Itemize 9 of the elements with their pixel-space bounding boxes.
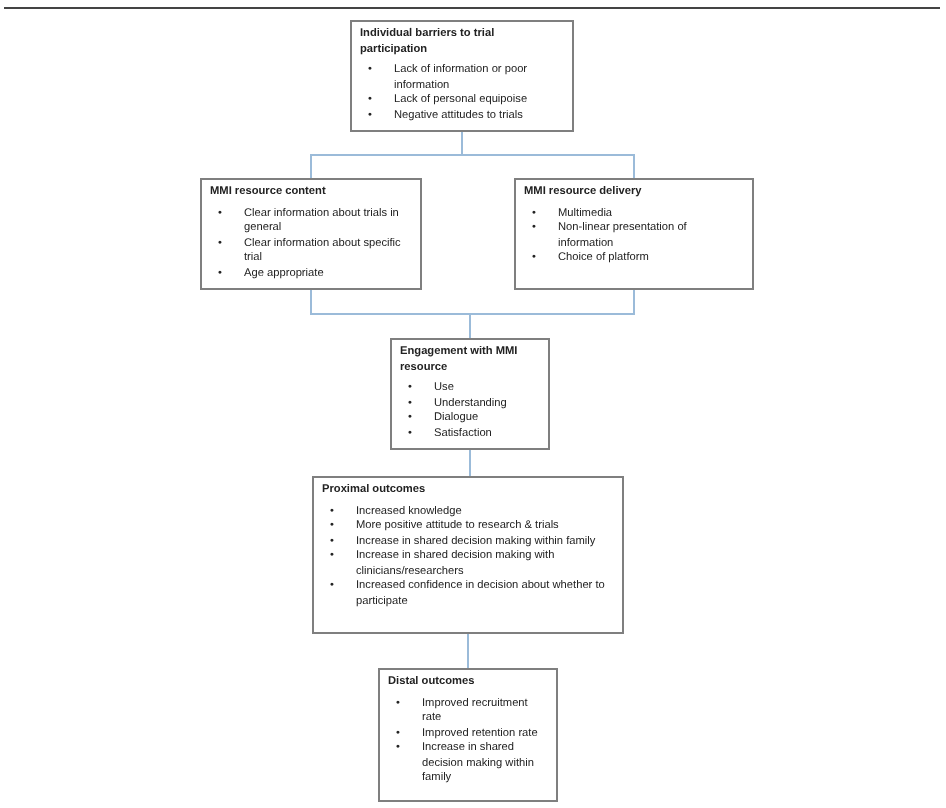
process-box xyxy=(378,668,558,802)
process-box xyxy=(514,178,754,290)
process-box xyxy=(312,476,624,634)
connector-line xyxy=(469,449,471,477)
connector-line xyxy=(469,289,635,339)
process-box xyxy=(390,338,550,451)
process-box xyxy=(200,178,422,291)
connector-line xyxy=(467,633,469,669)
process-box xyxy=(350,20,574,133)
